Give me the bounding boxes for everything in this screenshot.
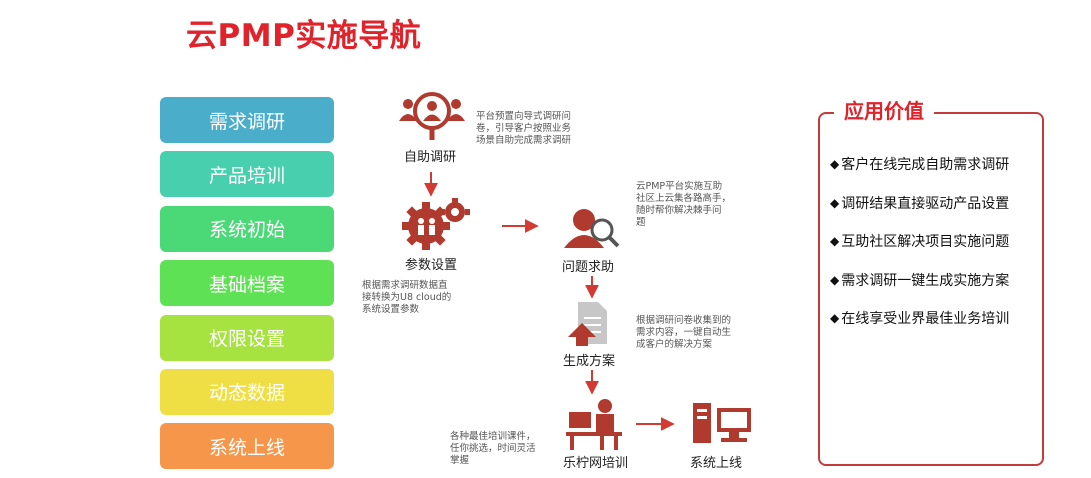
note-line: 系统设置参数	[362, 304, 420, 315]
page-title: 云PMP实施导航	[186, 18, 422, 54]
step-需求调研[interactable]: 需求调研	[160, 97, 334, 143]
diamond-bullet-icon: ◆	[830, 311, 840, 326]
note-line: 任你挑选，时间灵活	[450, 443, 536, 454]
people-search-icon	[399, 92, 465, 140]
value-item-text: 调研结果直接驱动产品设置	[841, 195, 1010, 212]
value-item: ◆ 客户在线完成自助需求调研	[830, 145, 1040, 184]
diamond-bullet-icon: ◆	[830, 272, 840, 287]
step-label: 权限设置	[208, 328, 285, 351]
value-panel-title: 应用价值	[834, 95, 934, 124]
note-line: 云PMP平台实施互助	[636, 181, 723, 192]
step-产品培训[interactable]: 产品培训	[160, 151, 334, 198]
node-label-param-setup: 参数设置	[405, 258, 458, 273]
value-item: ◆ 在线享受业界最佳业务培训	[830, 299, 1040, 338]
node-label-go-live: 系统上线	[690, 456, 743, 471]
document-upload-icon	[568, 302, 607, 346]
note-line: 需求内容，一键自动生	[636, 327, 732, 338]
value-item-text: 互助社区解决项目实施问题	[841, 234, 1010, 251]
note-generate-plan: 根据调研问卷收集到的 需求内容，一键自动生 成客户的解决方案	[636, 315, 731, 351]
value-list: ◆ 客户在线完成自助需求调研 ◆ 调研结果直接驱动产品设置 ◆ 互助社区解决项目…	[830, 145, 1040, 338]
note-line: 根据需求调研数据直	[362, 280, 448, 291]
gears-people-icon	[402, 198, 470, 250]
implementation-steps: 需求调研 产品培训 系统初始 基础档案 权限设置 动态数据 系统上线	[160, 97, 334, 478]
step-label: 产品培训	[208, 164, 285, 187]
diamond-bullet-icon: ◆	[830, 234, 840, 249]
note-line: 各种最佳培训课件，	[450, 431, 536, 442]
note-line: 社区上云集各路高手，	[636, 193, 732, 204]
note-line: 场景自助完成需求调研	[476, 135, 572, 146]
person-magnifier-icon	[564, 209, 620, 248]
note-line: 根据调研问卷收集到的	[636, 315, 732, 326]
node-label-training: 乐柠网培训	[563, 456, 629, 471]
value-item: ◆ 互助社区解决项目实施问题	[830, 222, 1040, 261]
step-系统初始[interactable]: 系统初始	[160, 205, 334, 252]
note-line: 接转换为U8 cloud的	[362, 292, 452, 303]
node-label-problem-help: 问题求助	[562, 260, 615, 275]
step-权限设置[interactable]: 权限设置	[160, 314, 334, 361]
node-label-generate-plan: 生成方案	[563, 354, 616, 369]
note-line: 平台预置向导式调研问	[476, 111, 572, 122]
diamond-bullet-icon: ◆	[830, 157, 840, 172]
person-at-desk-icon	[566, 399, 622, 450]
step-系统上线[interactable]: 系统上线	[160, 423, 334, 470]
note-self-research: 平台预置向导式调研问 卷，引导客户按照业务 场景自助完成需求调研	[476, 111, 571, 147]
note-param-setup: 根据需求调研数据直 接转换为U8 cloud的 系统设置参数	[362, 280, 451, 316]
value-item: ◆ 调研结果直接驱动产品设置	[830, 184, 1040, 223]
step-label: 需求调研	[208, 110, 285, 133]
note-line: 掌握	[450, 455, 470, 466]
value-item: ◆ 需求调研一键生成实施方案	[830, 261, 1040, 300]
value-item-text: 客户在线完成自助需求调研	[841, 157, 1010, 174]
step-基础档案[interactable]: 基础档案	[160, 260, 334, 307]
value-item-text: 在线享受业界最佳业务培训	[841, 311, 1010, 328]
computer-icon	[693, 403, 751, 443]
step-label: 基础档案	[208, 273, 285, 296]
step-动态数据[interactable]: 动态数据	[160, 368, 334, 415]
diamond-bullet-icon: ◆	[830, 195, 840, 210]
step-label: 动态数据	[208, 382, 285, 405]
note-line: 随时帮你解决棘手问	[636, 205, 722, 216]
step-label: 系统上线	[208, 436, 285, 459]
step-label: 系统初始	[208, 219, 285, 242]
value-item-text: 需求调研一键生成实施方案	[841, 272, 1010, 289]
note-problem-help: 云PMP平台实施互助 社区上云集各路高手， 随时帮你解决棘手问 题	[636, 181, 731, 229]
note-training: 各种最佳培训课件， 任你挑选，时间灵活 掌握	[450, 431, 536, 467]
note-line: 成客户的解决方案	[636, 339, 713, 350]
note-line: 卷，引导客户按照业务	[476, 123, 572, 134]
note-line: 题	[636, 217, 646, 228]
node-label-self-research: 自助调研	[404, 150, 457, 165]
